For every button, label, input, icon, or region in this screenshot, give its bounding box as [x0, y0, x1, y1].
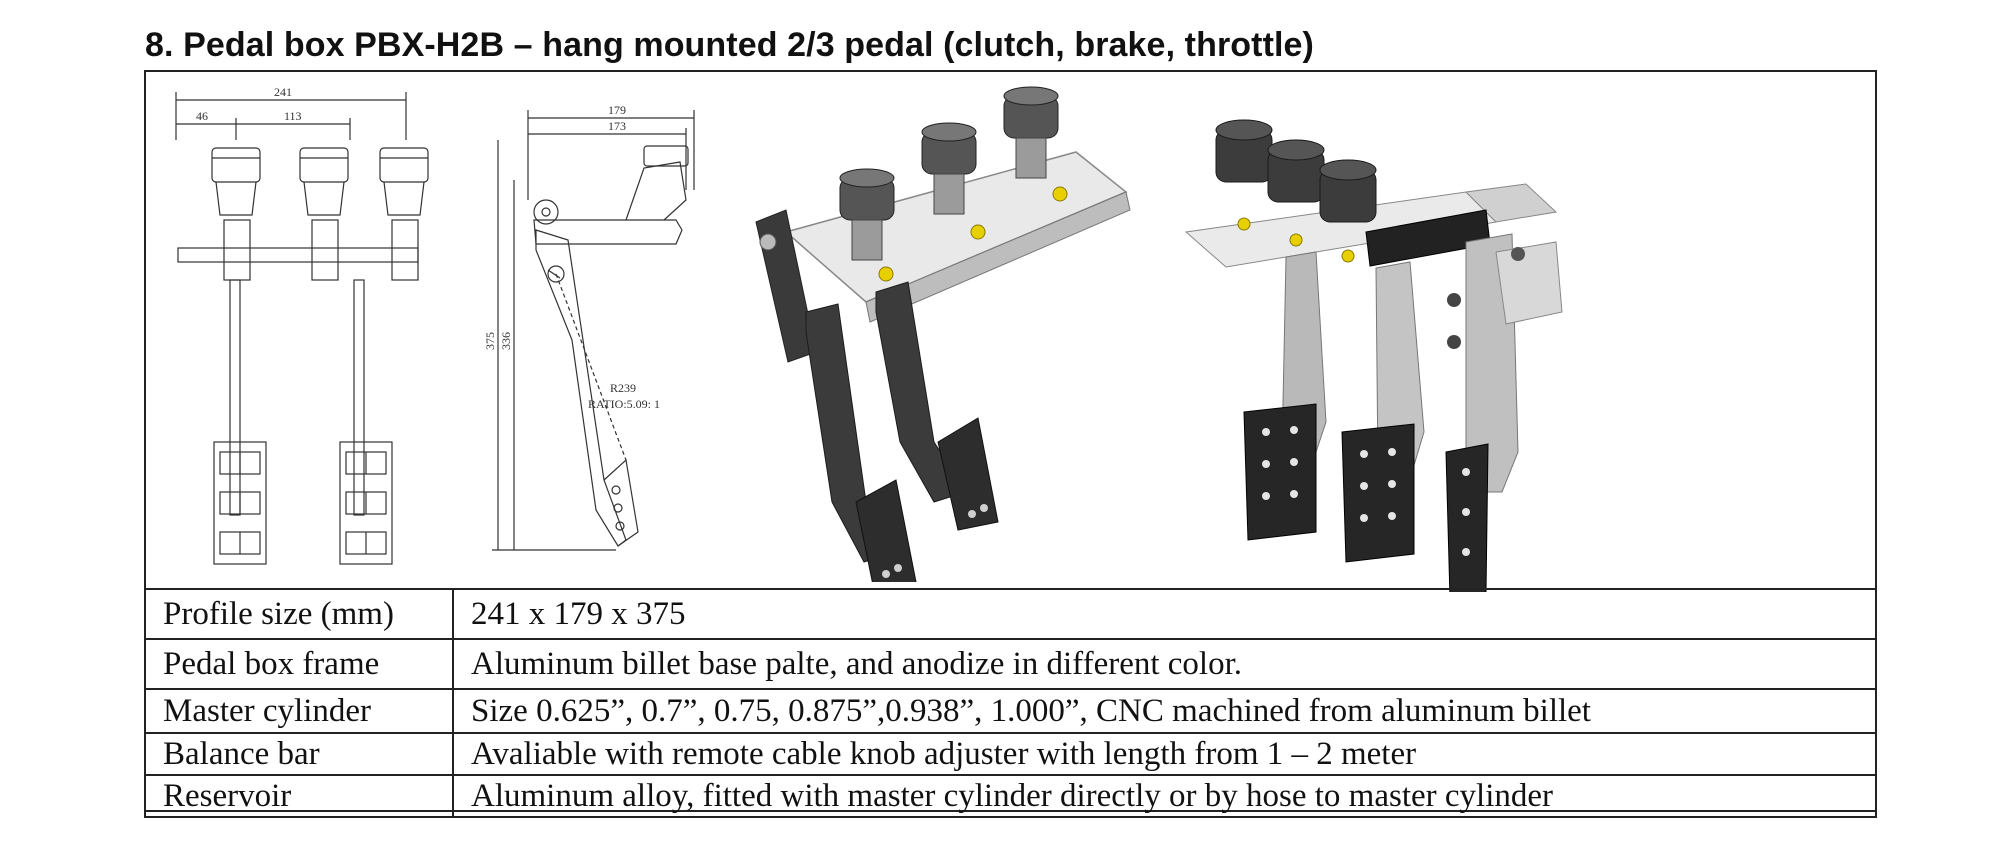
spec-label: Profile size (mm) — [144, 588, 454, 640]
pedal-box-render-dark — [755, 86, 1131, 582]
dimension-height-inner: 336 — [499, 332, 513, 350]
dimension-width: 241 — [274, 85, 292, 99]
product-figures: 241 46 113 — [146, 72, 1875, 592]
table-row: Balance bar Avaliable with remote cable … — [144, 732, 1877, 776]
spec-value: Avaliable with remote cable knob adjuste… — [452, 732, 1877, 776]
dimension-depth-inner: 173 — [608, 119, 626, 133]
side-view-drawing: 179 173 375 336 R239 RATIO:5.09: 1 — [483, 103, 695, 551]
table-row: Profile size (mm) 241 x 179 x 375 — [144, 588, 1877, 640]
ratio-label: RATIO:5.09: 1 — [588, 397, 660, 411]
spec-value: Size 0.625”, 0.7”, 0.75, 0.875”,0.938”, … — [452, 688, 1877, 734]
spec-table: Profile size (mm) 241 x 179 x 375 Pedal … — [144, 588, 1877, 818]
spec-label: Pedal box frame — [144, 638, 454, 690]
pedal-box-render-silver — [1184, 119, 1563, 592]
spec-value: Aluminum alloy, fitted with master cylin… — [452, 774, 1877, 818]
section-heading: 8. Pedal box PBX-H2B – hang mounted 2/3 … — [145, 26, 1314, 64]
radius-label: R239 — [610, 381, 636, 395]
dimension-offset: 46 — [196, 109, 208, 123]
spec-label: Reservoir — [144, 774, 454, 818]
spec-label: Master cylinder — [144, 688, 454, 734]
table-row: Pedal box frame Aluminum billet base pal… — [144, 638, 1877, 690]
spec-label: Balance bar — [144, 732, 454, 776]
table-row: Master cylinder Size 0.625”, 0.7”, 0.75,… — [144, 688, 1877, 734]
spec-sheet: 241 46 113 — [144, 70, 1877, 818]
dimension-depth: 179 — [608, 103, 626, 117]
table-row: Reservoir Aluminum alloy, fitted with ma… — [144, 774, 1877, 818]
dimension-spacing: 113 — [284, 109, 302, 123]
spec-value: 241 x 179 x 375 — [452, 588, 1877, 640]
spec-value: Aluminum billet base palte, and anodize … — [452, 638, 1877, 690]
front-view-drawing: 241 46 113 — [175, 85, 429, 565]
dimension-height: 375 — [483, 332, 497, 350]
